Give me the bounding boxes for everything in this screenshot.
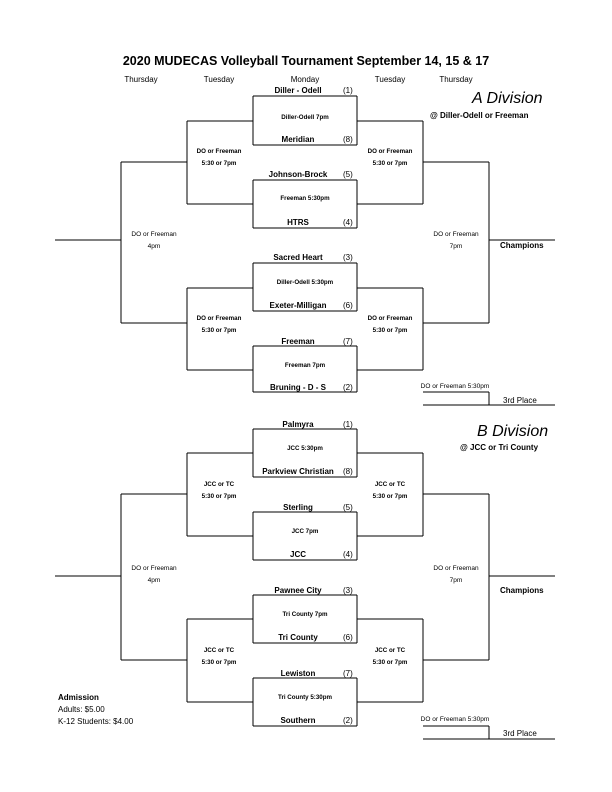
team-seed: (3)	[343, 586, 353, 595]
team-seed: (2)	[343, 383, 353, 392]
game-time: 7pm	[449, 243, 463, 250]
third-place-site: DO or Freeman 5:30pm	[420, 716, 490, 723]
game-time: 5:30 or 7pm	[372, 160, 408, 167]
game-time: 5:30 or 7pm	[201, 160, 237, 167]
team-name: Palmyra	[282, 420, 314, 429]
team-name: Bruning - D - S	[270, 383, 326, 392]
team-seed: (6)	[343, 301, 353, 310]
team-name: Meridian	[281, 135, 315, 144]
game-time: 5:30 or 7pm	[372, 493, 408, 500]
team-name: Exeter-Milligan	[269, 301, 327, 310]
day-label: Thursday	[439, 75, 473, 84]
team-name: Sacred Heart	[273, 253, 323, 262]
team-name: Diller - Odell	[274, 86, 322, 95]
team-name: Freeman	[281, 337, 315, 346]
game-site: Tri County 5:30pm	[278, 694, 332, 701]
team-name: Pawnee City	[274, 586, 322, 595]
team-seed: (1)	[343, 420, 353, 429]
team-seed: (3)	[343, 253, 353, 262]
team-name: Lewiston	[280, 669, 316, 678]
game-site: DO or Freeman	[367, 315, 413, 322]
third-place-label: 3rd Place	[503, 729, 537, 738]
game-time: 7pm	[449, 577, 463, 584]
team-name: JCC	[289, 550, 307, 559]
game-time: 5:30 or 7pm	[201, 327, 237, 334]
game-site: DO or Freeman	[433, 565, 479, 572]
game-site: DO or Freeman	[131, 565, 177, 572]
game-time: 5:30 or 7pm	[201, 659, 237, 666]
champions-label: Champions	[500, 586, 544, 595]
day-label: Thursday	[124, 75, 158, 84]
game-site: Tri County 7pm	[282, 611, 328, 618]
game-site: Freeman 5:30pm	[280, 195, 330, 202]
team-seed: (5)	[343, 170, 353, 179]
division-location: @ JCC or Tri County	[460, 443, 539, 452]
game-site: DO or Freeman	[367, 148, 413, 155]
team-seed: (7)	[343, 337, 353, 346]
division-title: A Division	[472, 90, 543, 107]
division-title: B Division	[477, 423, 549, 440]
game-time: 4pm	[147, 577, 161, 584]
game-site: Diller-Odell 5:30pm	[276, 279, 334, 286]
division-location: @ Diller-Odell or Freeman	[430, 111, 529, 120]
game-site: Freeman 7pm	[284, 362, 326, 369]
game-site: JCC or TC	[374, 481, 406, 488]
game-time: 4pm	[147, 243, 161, 250]
game-site: JCC 5:30pm	[287, 445, 323, 452]
game-time: 5:30 or 7pm	[372, 659, 408, 666]
day-label: Tuesday	[374, 75, 406, 84]
admission-heading: Admission	[58, 693, 99, 702]
team-seed: (7)	[343, 669, 353, 678]
game-site: JCC or TC	[203, 647, 235, 654]
team-seed: (5)	[343, 503, 353, 512]
team-name: HTRS	[287, 218, 309, 227]
game-site: JCC or TC	[203, 481, 235, 488]
game-site: DO or Freeman	[131, 231, 177, 238]
page-title: 2020 MUDECAS Volleyball Tournament Septe…	[122, 54, 490, 68]
team-name: Tri County	[278, 633, 318, 642]
third-place-label: 3rd Place	[503, 396, 537, 405]
day-label: Monday	[290, 75, 320, 84]
game-site: Diller-Odell 7pm	[281, 114, 329, 121]
admission-adults: Adults: $5.00	[58, 705, 105, 714]
team-seed: (8)	[343, 135, 353, 144]
team-seed: (8)	[343, 467, 353, 476]
game-site: DO or Freeman	[196, 315, 242, 322]
team-name: Parkview Christian	[262, 467, 334, 476]
game-time: 5:30 or 7pm	[372, 327, 408, 334]
third-place-site: DO or Freeman 5:30pm	[420, 383, 490, 390]
team-name: Southern	[280, 716, 316, 725]
team-seed: (4)	[343, 218, 353, 227]
team-seed: (1)	[343, 86, 353, 95]
team-seed: (2)	[343, 716, 353, 725]
game-site: JCC or TC	[374, 647, 406, 654]
team-name: Johnson-Brock	[268, 170, 328, 179]
game-site: DO or Freeman	[196, 148, 242, 155]
game-site: JCC 7pm	[291, 528, 319, 535]
champions-label: Champions	[500, 241, 544, 250]
team-name: Sterling	[283, 503, 313, 512]
admission-students: K-12 Students: $4.00	[58, 717, 134, 726]
team-seed: (4)	[343, 550, 353, 559]
game-time: 5:30 or 7pm	[201, 493, 237, 500]
game-site: DO or Freeman	[433, 231, 479, 238]
day-label: Tuesday	[203, 75, 235, 84]
team-seed: (6)	[343, 633, 353, 642]
